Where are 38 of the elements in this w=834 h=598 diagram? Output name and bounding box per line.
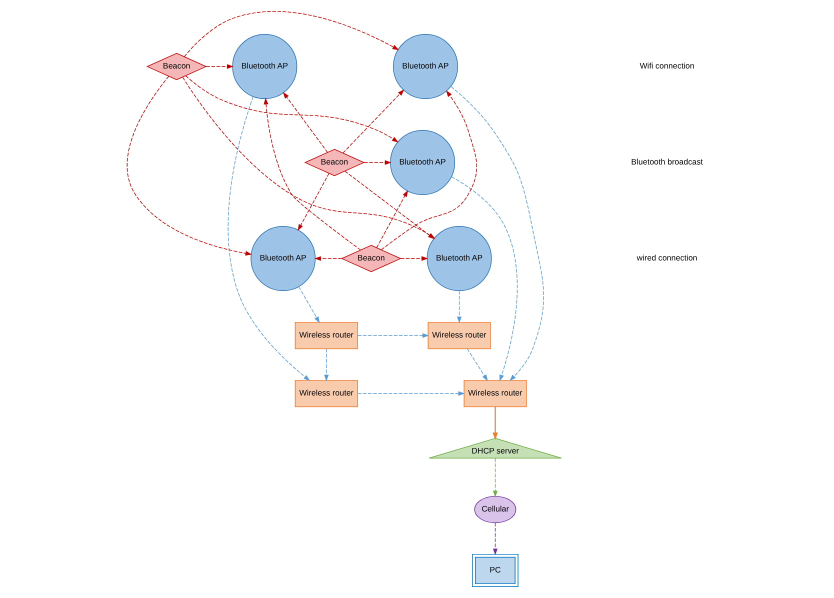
arrow	[298, 173, 330, 231]
arrow	[314, 256, 342, 261]
arrow	[492, 522, 498, 556]
node-box: Wireless router	[294, 380, 358, 408]
arrow	[376, 190, 408, 248]
legend-label: Wifi connection	[640, 62, 694, 71]
arrow	[126, 76, 252, 256]
legend-label: wired connection	[636, 254, 698, 263]
arrow	[324, 348, 329, 382]
node-box: Wireless router	[464, 380, 527, 408]
node-box: Wireless router	[428, 322, 491, 350]
arrow	[298, 286, 320, 324]
arrow	[184, 11, 400, 58]
arrow	[357, 333, 430, 338]
arrow	[264, 98, 361, 250]
node-diamond: Beacon	[340, 244, 402, 272]
node-diamond: Beacon	[146, 52, 207, 80]
arrow	[466, 348, 488, 382]
node-box: Wireless router	[294, 322, 358, 350]
arrow	[357, 391, 465, 396]
arrow	[381, 90, 478, 250]
arrow	[364, 160, 392, 165]
arrow	[492, 458, 498, 498]
node-diamond: Beacon	[304, 148, 365, 176]
arrow	[450, 86, 544, 381]
node-ellipse: Cellular	[474, 496, 516, 524]
arrow	[492, 406, 498, 440]
arrow	[342, 89, 404, 154]
arrow	[282, 92, 328, 153]
arrow	[206, 64, 234, 69]
arrow	[228, 96, 310, 382]
arrow	[456, 290, 462, 324]
arrow	[185, 75, 399, 142]
node-box: PC	[472, 554, 518, 587]
node-circle: Bluetooth AP	[250, 226, 316, 292]
legend-label: Bluetooth broadcast	[631, 158, 703, 167]
arrow	[451, 176, 518, 382]
arrow	[400, 256, 428, 261]
